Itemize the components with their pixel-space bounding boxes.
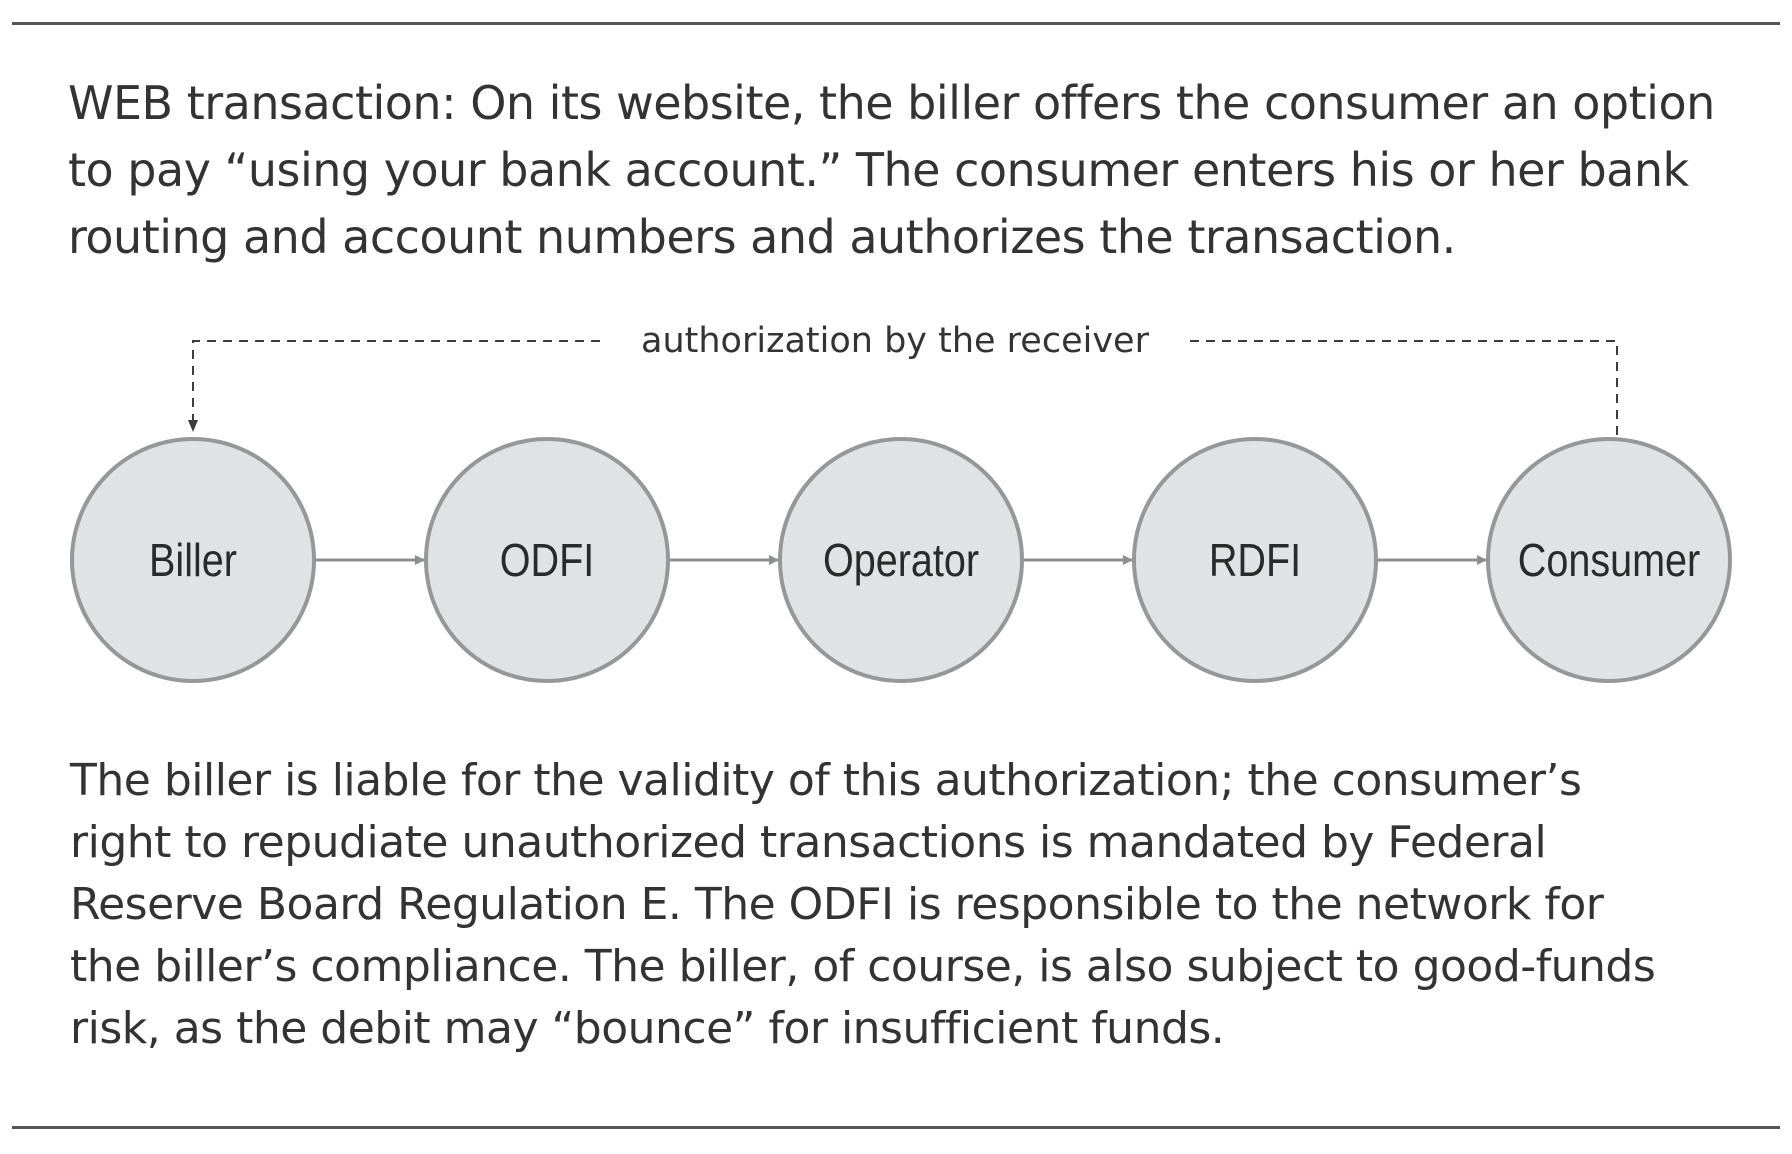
authorization-line-left [188, 340, 600, 432]
node-consumer-circle [1486, 437, 1732, 683]
node-rdfi-label: RDFI [1209, 535, 1301, 586]
intro-paragraph: WEB transaction: On its website, the bil… [68, 70, 1715, 271]
node-biller: Biller [70, 437, 316, 683]
intro-line: to pay “using your bank account.” The co… [68, 143, 1689, 197]
intro-line: WEB transaction: On its website, the bil… [68, 76, 1715, 130]
bottom-rule [12, 1126, 1780, 1129]
authorization-label: authorization by the receiver [641, 321, 1150, 361]
node-operator: Operator [778, 437, 1024, 683]
node-rdfi-circle [1132, 437, 1378, 683]
note-line: The biller is liable for the validity of… [70, 755, 1582, 806]
note-line: risk, as the debit may “bounce” for insu… [70, 1003, 1225, 1054]
top-rule [12, 22, 1780, 25]
node-operator-circle [778, 437, 1024, 683]
node-biller-label: Biller [149, 535, 237, 586]
node-consumer: Consumer [1486, 437, 1732, 683]
note-paragraph: The biller is liable for the validity of… [70, 750, 1656, 1060]
note-line: Reserve Board Regulation E. The ODFI is … [70, 879, 1604, 930]
node-operator-label: Operator [823, 535, 979, 586]
note-line: right to repudiate unauthorized transact… [70, 817, 1547, 868]
node-consumer-label: Consumer [1518, 535, 1700, 586]
node-rdfi: RDFI [1132, 437, 1378, 683]
node-odfi: ODFI [424, 437, 670, 683]
node-odfi-label: ODFI [500, 535, 594, 586]
authorization-line-right [1190, 340, 1618, 436]
node-biller-circle [70, 437, 316, 683]
intro-line: routing and account numbers and authoriz… [68, 210, 1456, 264]
node-odfi-circle [424, 437, 670, 683]
note-line: the biller’s compliance. The biller, of … [70, 941, 1656, 992]
